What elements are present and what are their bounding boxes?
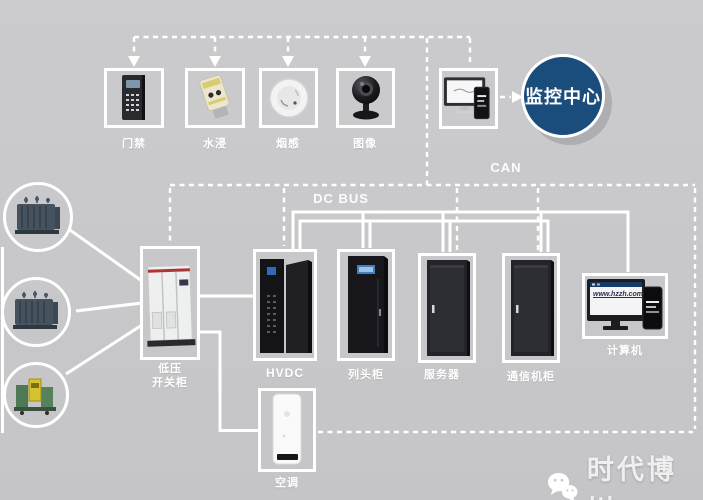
equipment-box-lv-switchgear [140, 246, 200, 360]
equipment-label-comm-cabinet: 通信机柜 [507, 371, 555, 383]
monitoring-workstation-box [439, 68, 498, 129]
equipment-label-hvdc: HVDC [265, 366, 304, 380]
hvdc-cabinet-icon [260, 259, 312, 353]
equipment-label-air-conditioner: 空调 [275, 477, 299, 489]
arrowhead-icons [128, 56, 523, 103]
sensor-label-smoke: 烟感 [276, 138, 300, 150]
equipment-box-comm-cabinet [502, 253, 560, 363]
sensor-label-water-leak: 水浸 [203, 138, 227, 150]
monitoring-center-label: 监控中心 [525, 87, 601, 107]
comm-cabinet-icon [511, 260, 554, 356]
equipment-box-hvdc [253, 249, 317, 361]
sensor-box-water-leak [185, 68, 245, 128]
sensor-box-door-access [104, 68, 164, 128]
wechat-icon [547, 472, 578, 500]
air-conditioner-icon [272, 393, 302, 465]
transformer-icon [15, 196, 60, 234]
source-circle-generator [3, 362, 69, 428]
equipment-label-row-head-cabinet: 列头柜 [348, 369, 384, 381]
dc-bus-label: DC BUS [313, 191, 369, 206]
monitor-phone-icon [443, 76, 490, 119]
monitoring-center-node: 监控中心 [521, 54, 605, 138]
lv-label-line1: 低压 [158, 363, 182, 375]
generator-icon [14, 378, 56, 415]
can-label: CAN [490, 160, 522, 175]
watermark-text: 时代博川 [586, 455, 677, 500]
server-rack-icon [427, 260, 470, 356]
equipment-box-row-head-cabinet [337, 249, 395, 361]
smoke-detector-icon [268, 78, 309, 118]
sensor-box-camera [336, 68, 395, 128]
equipment-label-server: 服务器 [424, 369, 460, 381]
access-control-icon [122, 75, 145, 120]
sensor-label-door-access: 门禁 [122, 138, 146, 150]
source-circle-transformer-2 [1, 277, 71, 347]
webcam-icon [351, 76, 380, 120]
equipment-box-computer [582, 273, 668, 339]
computer-screen-text: www.hzzh.com [593, 291, 643, 298]
equipment-box-air-conditioner [258, 388, 316, 472]
equipment-label-computer: 计算机 [607, 345, 643, 357]
sensor-label-camera: 图像 [353, 138, 377, 150]
row-head-cabinet-icon [348, 256, 388, 353]
equipment-label-lv-switchgear: 低压 开关柜 [128, 362, 212, 390]
lv-switchgear-icon [147, 264, 196, 347]
transformer-icon [13, 291, 58, 329]
equipment-box-server [418, 253, 476, 363]
lv-label-line2: 开关柜 [152, 377, 188, 389]
watermark: 时代博川 [546, 448, 703, 500]
sensor-box-smoke [259, 68, 318, 128]
source-circle-transformer-1 [3, 182, 73, 252]
computer-monitor-phone-icon [587, 279, 663, 330]
water-leak-sensor-icon [199, 74, 230, 119]
